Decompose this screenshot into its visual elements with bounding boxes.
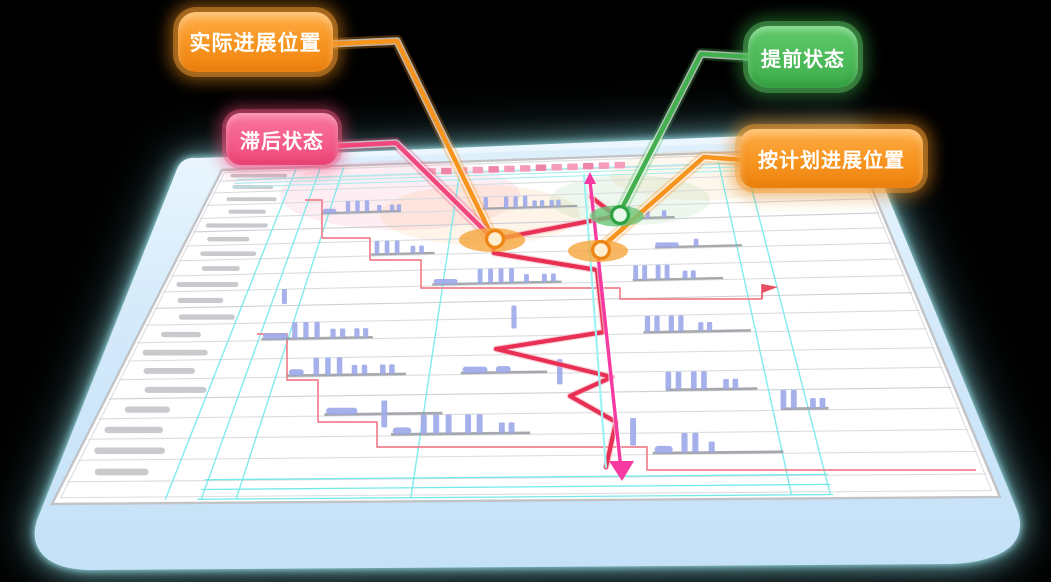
actual-progress-marker-lagging <box>484 228 506 250</box>
callout-actual-progress-position: 实际进展位置 <box>178 12 333 72</box>
gantt-sheet <box>50 146 1002 506</box>
callout-lag-status: 滞后状态 <box>226 113 338 165</box>
platform-top-band <box>232 139 852 169</box>
ahead-status-marker <box>609 204 631 226</box>
leader-actual-progress <box>325 38 494 237</box>
status-date-line <box>588 180 623 470</box>
leader-lag-status <box>331 140 493 239</box>
status-line-arrow-up <box>584 172 596 184</box>
milestone-flag-icon <box>761 284 778 299</box>
callout-ahead-status: 提前状态 <box>748 26 858 88</box>
baseline-step-line <box>305 199 762 300</box>
status-line-arrow-down <box>609 461 634 481</box>
planned-progress-marker <box>590 239 612 261</box>
leader-ahead-status <box>617 51 753 215</box>
gantt-sheet-inner-border <box>59 150 993 499</box>
status-date-gridline <box>582 173 608 469</box>
task-name-bars <box>94 173 288 476</box>
callout-planned-progress-position: 按计划进展位置 <box>740 129 923 188</box>
baseline-step-line <box>257 333 976 471</box>
task-bars <box>261 195 829 455</box>
